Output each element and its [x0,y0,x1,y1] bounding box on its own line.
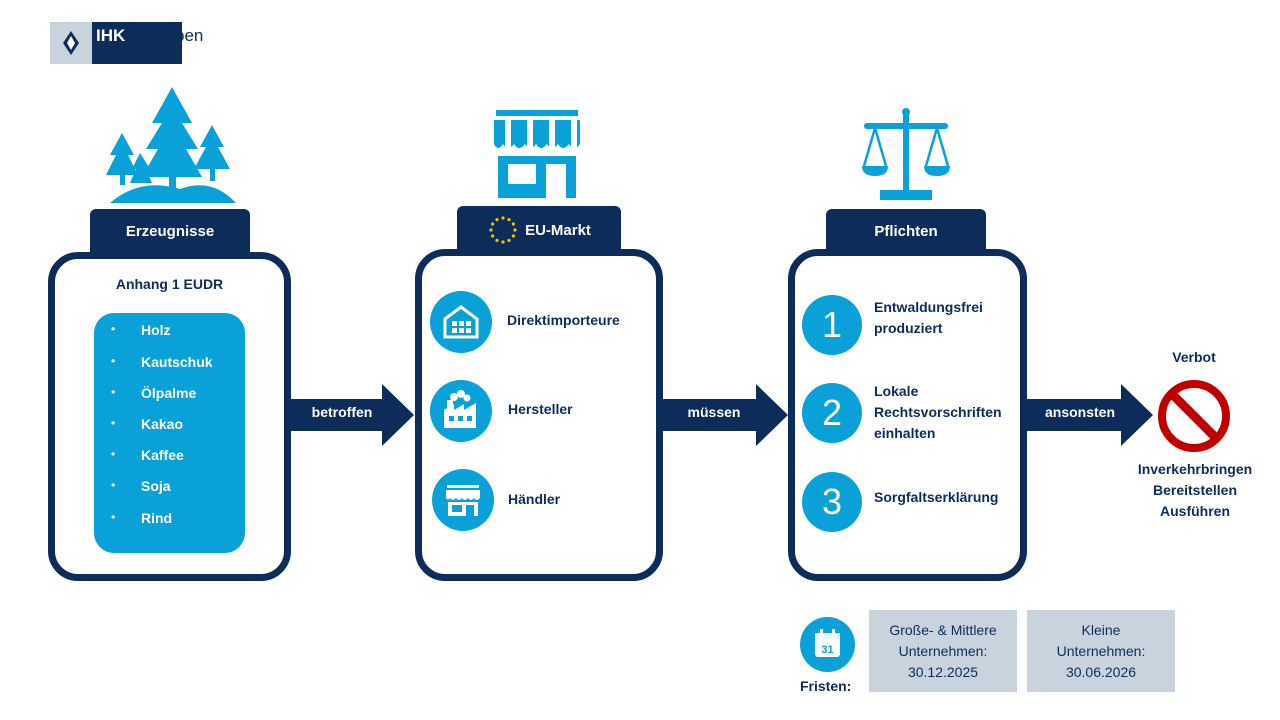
duties-title: Pflichten [826,209,986,254]
list-item: Rind [141,510,173,526]
arrow-right-icon [662,384,788,446]
deadline-small-companies: Kleine Unternehmen: 30.06.2026 [1027,610,1175,692]
market-item-retailers: Händler [508,491,561,507]
arrow-label: müssen [687,404,741,420]
logo-region-text: Schwaben [124,26,204,45]
scales-icon [862,108,950,200]
prohibition-list: Inverkehrbringen Bereitstellen Ausführen [1137,461,1253,519]
shop-icon [432,469,494,531]
market-tab: EU-Markt [457,206,621,254]
market-item-manufacturers: Hersteller [508,401,573,417]
market-title: EU-Markt [525,221,591,239]
arrow-right-icon [290,384,414,446]
duty-text-1: Entwaldungsfrei produziert [874,299,983,336]
products-list: •Holz •Kautschuk •Ölpalme •Kakao •Kaffee… [94,313,245,553]
store-icon [494,110,580,198]
duty-number: 2 [802,383,862,443]
duty-text-3: Sorgfaltserklärung [874,489,999,505]
list-item: Ölpalme [141,385,197,401]
forest-icon [106,87,236,203]
list-item: Kakao [141,416,184,432]
logo-ihk-text: IHK [96,26,126,45]
market-item-direct-importers: Direktimporteure [507,312,620,328]
list-item: Kaffee [141,447,184,463]
products-subtitle: Anhang 1 EUDR [115,276,224,292]
diamond-logo-icon [50,22,92,64]
list-item: Kautschuk [141,354,213,370]
arrow-label: betroffen [311,404,373,420]
deadline-large-companies: Große- & Mittlere Unternehmen: 30.12.202… [869,610,1017,692]
ihk-logo: IHK Schwaben [50,22,220,64]
no-entry-icon [1158,380,1230,452]
duty-text-2: Lokale Rechtsvorschriften einhalten [874,383,1002,441]
list-item: Holz [141,322,171,338]
duty-number: 1 [802,295,862,355]
arrow-label: ansonsten [1044,404,1115,420]
importer-icon [430,291,492,353]
products-title: Erzeugnisse [90,209,250,254]
eu-stars-icon [489,216,517,244]
duty-number: 3 [802,472,862,532]
calendar-icon: 31 [800,617,855,672]
prohibition-title: Verbot [1172,349,1216,365]
deadlines-label: Fristen: [800,678,852,694]
list-item: Soja [141,478,171,494]
arrow-right-icon [1025,384,1153,446]
factory-icon [430,380,492,442]
calendar-day: 31 [821,644,833,656]
